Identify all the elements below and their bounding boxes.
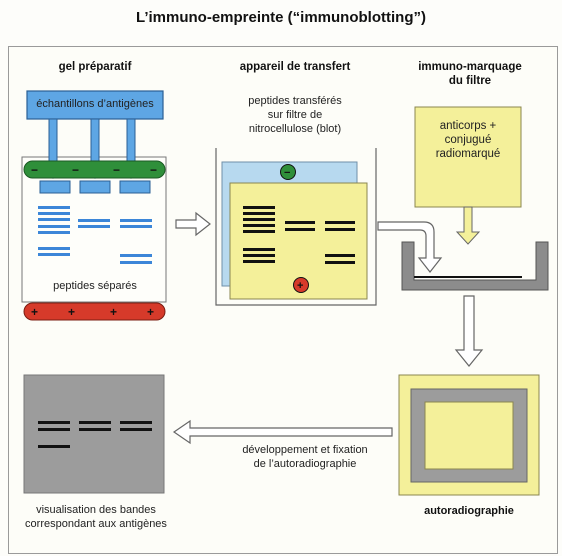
svg-text:−: − [72, 163, 79, 177]
immuno-header-line-1: immuno-marquage [418, 61, 522, 73]
immuno-header: immuno-marquage du filtre [395, 60, 545, 88]
arrow-development [172, 419, 393, 445]
antigen-box-label: échantillons d’antigènes [36, 98, 154, 110]
arrow-transfer-to-tray [377, 221, 443, 273]
arrow-gel-to-transfer [175, 211, 211, 237]
svg-text:+: + [110, 305, 117, 319]
negative-signs: −−−− [31, 163, 157, 177]
transfer-caption-line-1: peptides transférés [248, 95, 342, 107]
transfer-caption-line-2: sur filtre de [267, 109, 323, 121]
gel-bands [38, 206, 152, 264]
result-film [23, 374, 165, 494]
result-caption: visualisation des bandes correspondant a… [18, 503, 174, 531]
reagent-label: anticorps + conjugué radiomarqué [415, 119, 521, 161]
transfer-positive-electrode [293, 277, 309, 293]
arrow-reagent-down [455, 206, 481, 245]
transfer-header: appareil de transfert [239, 61, 351, 73]
svg-text:−: − [284, 167, 290, 179]
gel-caption: peptides séparés [53, 280, 137, 292]
positive-signs: + + + + [31, 305, 154, 319]
result-caption-line-2: correspondant aux antigènes [25, 518, 167, 530]
transfer-tank [215, 148, 377, 306]
immuno-header-line-2: du filtre [448, 75, 492, 87]
well-1 [39, 180, 71, 194]
result-caption-line-1: visualisation des bandes [36, 504, 156, 516]
autoradio-filter [424, 401, 514, 470]
page-title: L’immuno-empreinte (“immunoblotting”) [136, 9, 426, 26]
development-line-1: développement et fixation [242, 444, 368, 456]
reagent-line-2: conjugué [444, 134, 492, 146]
svg-text:−: − [31, 163, 38, 177]
well-2 [79, 180, 111, 194]
reagent-box [414, 106, 522, 208]
autoradio-label: autoradiographie [424, 505, 514, 517]
svg-text:+: + [68, 305, 75, 319]
development-line-2: de l’autoradiographie [253, 458, 357, 470]
transfer-negative-electrode [280, 164, 296, 180]
transfer-caption-line-3: nitrocellulose (blot) [248, 123, 342, 135]
filter-in-tray [414, 276, 522, 278]
svg-text:+: + [31, 305, 38, 319]
svg-text:+: + [147, 305, 154, 319]
transfer-caption: peptides transférés sur filtre de nitroc… [215, 94, 375, 136]
reagent-line-3: radiomarqué [435, 148, 501, 160]
reagent-line-1: anticorps + [439, 120, 497, 132]
svg-text:+: + [297, 280, 303, 292]
negative-electrode [23, 160, 166, 179]
blot-bands [243, 206, 355, 264]
result-bands [38, 421, 152, 448]
incubation-tray [401, 241, 549, 291]
svg-text:−: − [113, 163, 120, 177]
positive-electrode [23, 302, 166, 321]
gel-header: gel préparatif [58, 61, 132, 73]
arrow-tray-to-autoradio [454, 295, 484, 367]
development-caption: développement et fixation de l’autoradio… [220, 443, 390, 471]
well-3 [119, 180, 151, 194]
svg-text:−: − [150, 163, 157, 177]
